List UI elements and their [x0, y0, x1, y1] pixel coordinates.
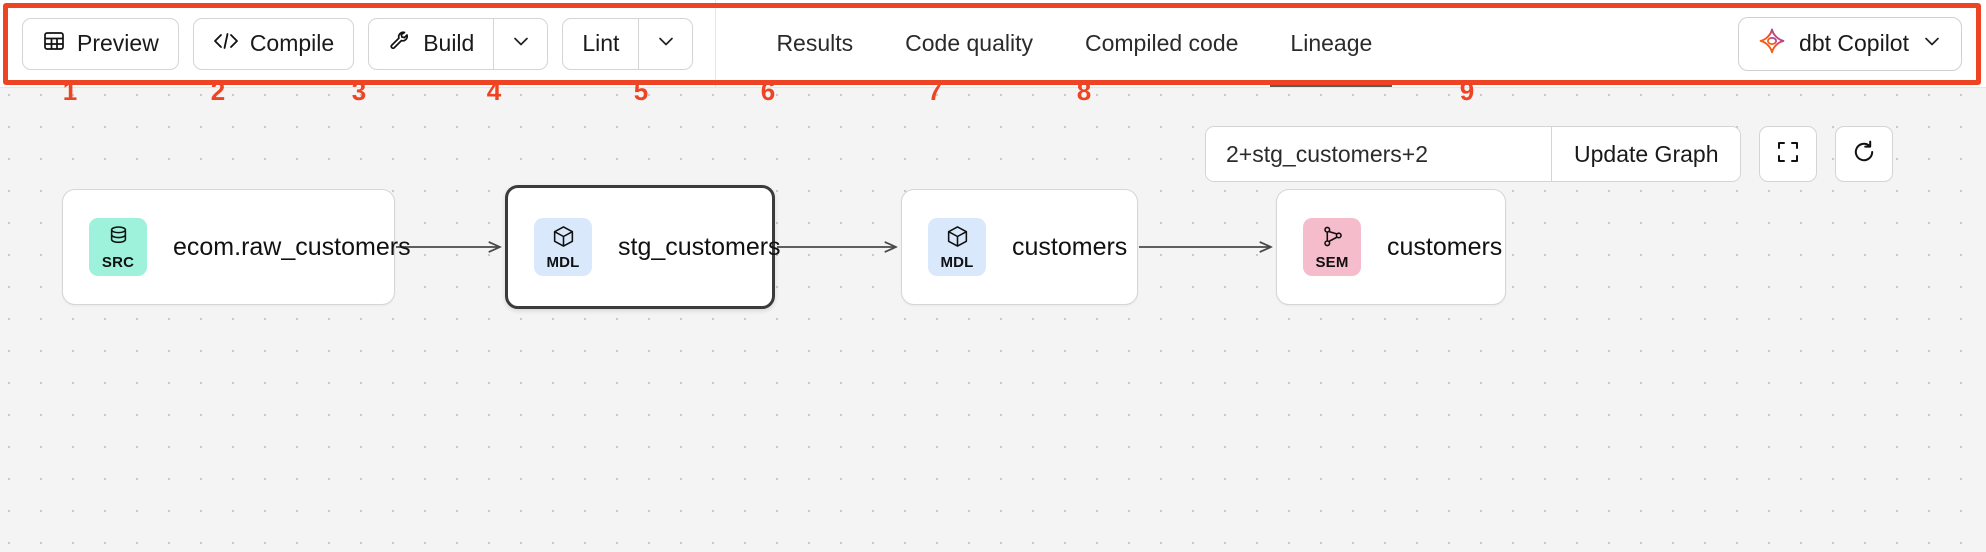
lint-split-button: Lint	[562, 17, 694, 70]
node-type-label: SRC	[101, 254, 135, 271]
tab-lineage[interactable]: Lineage	[1264, 0, 1398, 87]
node-name-label: ecom.raw_customers	[173, 232, 411, 261]
database-icon	[106, 224, 131, 254]
node-type-badge-mdl: MDL	[534, 218, 592, 276]
fullscreen-button[interactable]	[1759, 126, 1818, 182]
tab-code-quality[interactable]: Code quality	[879, 0, 1059, 87]
preview-button[interactable]: Preview	[22, 17, 179, 70]
lineage-node-stg-customers[interactable]: MDL stg_customers	[505, 185, 781, 309]
node-type-badge-sem: SEM	[1303, 218, 1361, 276]
toolbar-right-group: dbt Copilot	[1738, 16, 1986, 71]
node-name-label: customers	[1012, 232, 1128, 261]
expand-icon	[1775, 139, 1801, 170]
lineage-edges	[396, 88, 1986, 552]
node-type-label: MDL	[940, 254, 974, 271]
cube-icon	[945, 224, 970, 254]
node-type-label: MDL	[546, 254, 580, 271]
dbt-copilot-button[interactable]: dbt Copilot	[1738, 16, 1962, 71]
lint-button-label: Lint	[582, 30, 620, 56]
sparkle-star-icon	[1758, 27, 1786, 61]
code-icon	[213, 30, 239, 58]
update-graph-button[interactable]: Update Graph	[1551, 127, 1741, 181]
cube-icon	[551, 224, 576, 254]
compile-button[interactable]: Compile	[192, 17, 355, 70]
lint-dropdown-toggle[interactable]	[638, 18, 692, 69]
wrench-icon	[388, 29, 412, 59]
preview-button-label: Preview	[77, 30, 159, 56]
toolbar-actions-group: Preview Compile	[0, 0, 694, 87]
tab-results[interactable]: Results	[750, 0, 879, 87]
table-icon	[42, 29, 66, 59]
build-dropdown-toggle[interactable]	[493, 18, 547, 69]
build-button[interactable]: Build	[369, 19, 493, 69]
build-split-button: Build	[368, 17, 549, 70]
tab-compiled-code-label: Compiled code	[1085, 30, 1239, 56]
lineage-node-customers-model[interactable]: MDL customers	[901, 189, 1138, 305]
tab-results-label: Results	[776, 30, 854, 56]
chevron-down-icon	[511, 31, 531, 56]
dbt-selector-input[interactable]	[1206, 127, 1551, 181]
top-toolbar: Preview Compile	[0, 0, 1986, 88]
dbt-copilot-label: dbt Copilot	[1799, 30, 1909, 56]
graph-nodes-icon	[1320, 224, 1345, 254]
node-type-badge-mdl: MDL	[928, 218, 986, 276]
node-name-label: customers	[1387, 232, 1503, 261]
update-graph-label: Update Graph	[1574, 140, 1719, 167]
refresh-button[interactable]	[1835, 126, 1894, 182]
tab-lineage-label: Lineage	[1290, 30, 1373, 56]
build-button-label: Build	[423, 30, 475, 56]
compile-button-label: Compile	[249, 30, 335, 56]
lineage-node-customers-semantic[interactable]: SEM customers	[1276, 189, 1506, 305]
lineage-controls: Update Graph	[1205, 126, 1894, 182]
lineage-canvas[interactable]: Update Graph	[0, 88, 1986, 552]
selector-input-group: Update Graph	[1205, 126, 1742, 182]
node-type-badge-src: SRC	[89, 218, 147, 276]
chevron-down-icon	[656, 31, 676, 56]
result-pane-tabs: Results Code quality Compiled code Linea…	[716, 0, 1398, 87]
toolbar-divider	[715, 0, 717, 88]
lineage-node-raw-customers[interactable]: SRC ecom.raw_customers	[62, 189, 411, 305]
refresh-icon	[1851, 139, 1877, 170]
lint-button[interactable]: Lint	[563, 19, 638, 69]
tab-code-quality-label: Code quality	[905, 30, 1033, 56]
chevron-down-icon	[1922, 30, 1942, 57]
node-type-label: SEM	[1315, 254, 1349, 271]
node-name-label: stg_customers	[618, 232, 781, 261]
tab-compiled-code[interactable]: Compiled code	[1059, 0, 1264, 87]
